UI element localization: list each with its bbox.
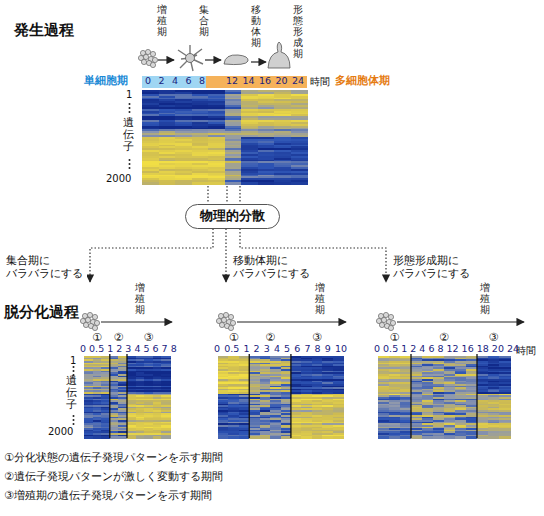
heatmap-panel: 増殖期 ① ② ③0 0.5 1 2 3 4 5 6 7 8 9 10 xyxy=(212,282,348,439)
period-divider xyxy=(126,354,127,438)
heatmap-graphic xyxy=(212,282,348,439)
stage-label: 増殖期 xyxy=(315,282,325,315)
period-note: ②遺伝子発現パターンが激しく変動する期間 xyxy=(4,471,223,484)
gene-index: 1 xyxy=(70,355,76,367)
box-label: 物理的分散 xyxy=(200,209,265,224)
period-number: ② xyxy=(113,332,123,345)
ellipsis-dot xyxy=(129,111,131,113)
stage-label: 増殖期 xyxy=(135,282,145,315)
heatmap-panel: 増殖期 ① ② ③0 0.5 1 2 4 6 8 12 16 18 20 24 xyxy=(372,282,514,439)
heatmap xyxy=(142,90,308,185)
period-divider xyxy=(249,354,250,438)
section-title: 脱分化過程 xyxy=(4,304,79,321)
period-number: ① xyxy=(92,332,102,345)
time-axis: 0 0.5 1 2 3 4 5 6 7 8 xyxy=(80,344,174,355)
ellipsis-dot xyxy=(129,107,131,109)
heatmap-graphic xyxy=(44,282,176,439)
stage-label: 形態形成期 xyxy=(293,4,303,59)
period-number: ① xyxy=(390,332,400,345)
edge-label: 形態形成期に バラバラにする xyxy=(392,255,490,280)
ellipsis-dot xyxy=(73,419,75,421)
gene-index: 2000 xyxy=(106,173,131,185)
time-axis: 0 0.5 1 2 4 6 8 12 16 18 20 24 xyxy=(374,344,514,355)
period-number: ① xyxy=(229,332,239,345)
period-note: ①分化状態の遺伝子発現パターンを示す期間 xyxy=(4,452,223,465)
ellipsis-dot xyxy=(129,159,131,161)
unicellular-strip xyxy=(142,76,206,88)
stage-label: 移動体期 xyxy=(251,4,261,48)
aggregate-icon xyxy=(178,45,203,71)
stage-label: 増殖期 xyxy=(480,282,490,315)
stage-label: 集合期 xyxy=(199,4,209,37)
time-axis: 12 14 16 20 24 xyxy=(226,76,304,87)
axis-title: 遺伝子 xyxy=(123,117,134,153)
gene-index: 2000 xyxy=(48,426,73,438)
time-unit: 時間 xyxy=(516,345,536,357)
period-divider xyxy=(410,354,411,438)
time-axis: 0 2 4 6 8 xyxy=(145,76,205,87)
ellipsis-dot xyxy=(73,423,75,425)
heatmap-panel: 増殖期 ①② ③0 0.5 1 2 3 4 5 6 7 8 1 遺伝子 2000 xyxy=(44,282,176,439)
dotted-connector xyxy=(225,229,226,283)
heatmap-graphic xyxy=(372,282,514,439)
edge-label: 移動体期に バラバラにする xyxy=(232,255,320,280)
period-number: ② xyxy=(265,332,275,345)
dotted-connector xyxy=(208,186,240,204)
ellipsis-dot xyxy=(73,370,75,372)
stage-label: 増殖期 xyxy=(157,4,167,37)
gene-index: 1 xyxy=(126,89,132,101)
phase-label: 多細胞体期 xyxy=(335,75,390,88)
time-unit: 時間 xyxy=(310,76,330,88)
time-axis: 0 0.5 1 2 3 4 5 6 7 8 9 10 xyxy=(214,344,347,355)
edge-label: 集合期に バラバラにする xyxy=(5,255,87,280)
ellipsis-dot xyxy=(73,366,75,368)
period-note: ③増殖期の遺伝子発現パターンを示す期間 xyxy=(4,490,212,503)
period-divider xyxy=(476,354,477,438)
dotted-connector xyxy=(90,229,213,283)
cell-cluster xyxy=(216,312,235,330)
cell-cluster xyxy=(138,49,157,67)
section-title: 発生過程 xyxy=(14,22,74,39)
period-number: ③ xyxy=(144,332,154,345)
ellipsis-dot xyxy=(129,163,131,165)
multicellular-strip xyxy=(206,76,307,88)
process-box: 物理的分散 xyxy=(185,204,280,229)
heatmap-panel: 1 遺伝子 2000 xyxy=(100,90,310,186)
period-number: ② xyxy=(439,332,449,345)
slug-icon xyxy=(224,55,248,65)
period-number: ③ xyxy=(312,332,322,345)
phase-label: 単細胞期 xyxy=(84,75,128,88)
cell-cluster xyxy=(376,312,395,330)
heatmap xyxy=(218,356,344,439)
ellipsis-dot xyxy=(73,415,75,417)
ellipsis-dot xyxy=(129,103,131,105)
axis-title: 遺伝子 xyxy=(66,375,77,411)
heatmap xyxy=(378,356,511,439)
ellipsis-dot xyxy=(129,167,131,169)
period-divider xyxy=(290,354,291,438)
period-number: ③ xyxy=(489,332,499,345)
period-divider xyxy=(109,354,110,438)
fruiting-body-icon xyxy=(268,42,290,68)
cell-cluster xyxy=(80,312,99,330)
